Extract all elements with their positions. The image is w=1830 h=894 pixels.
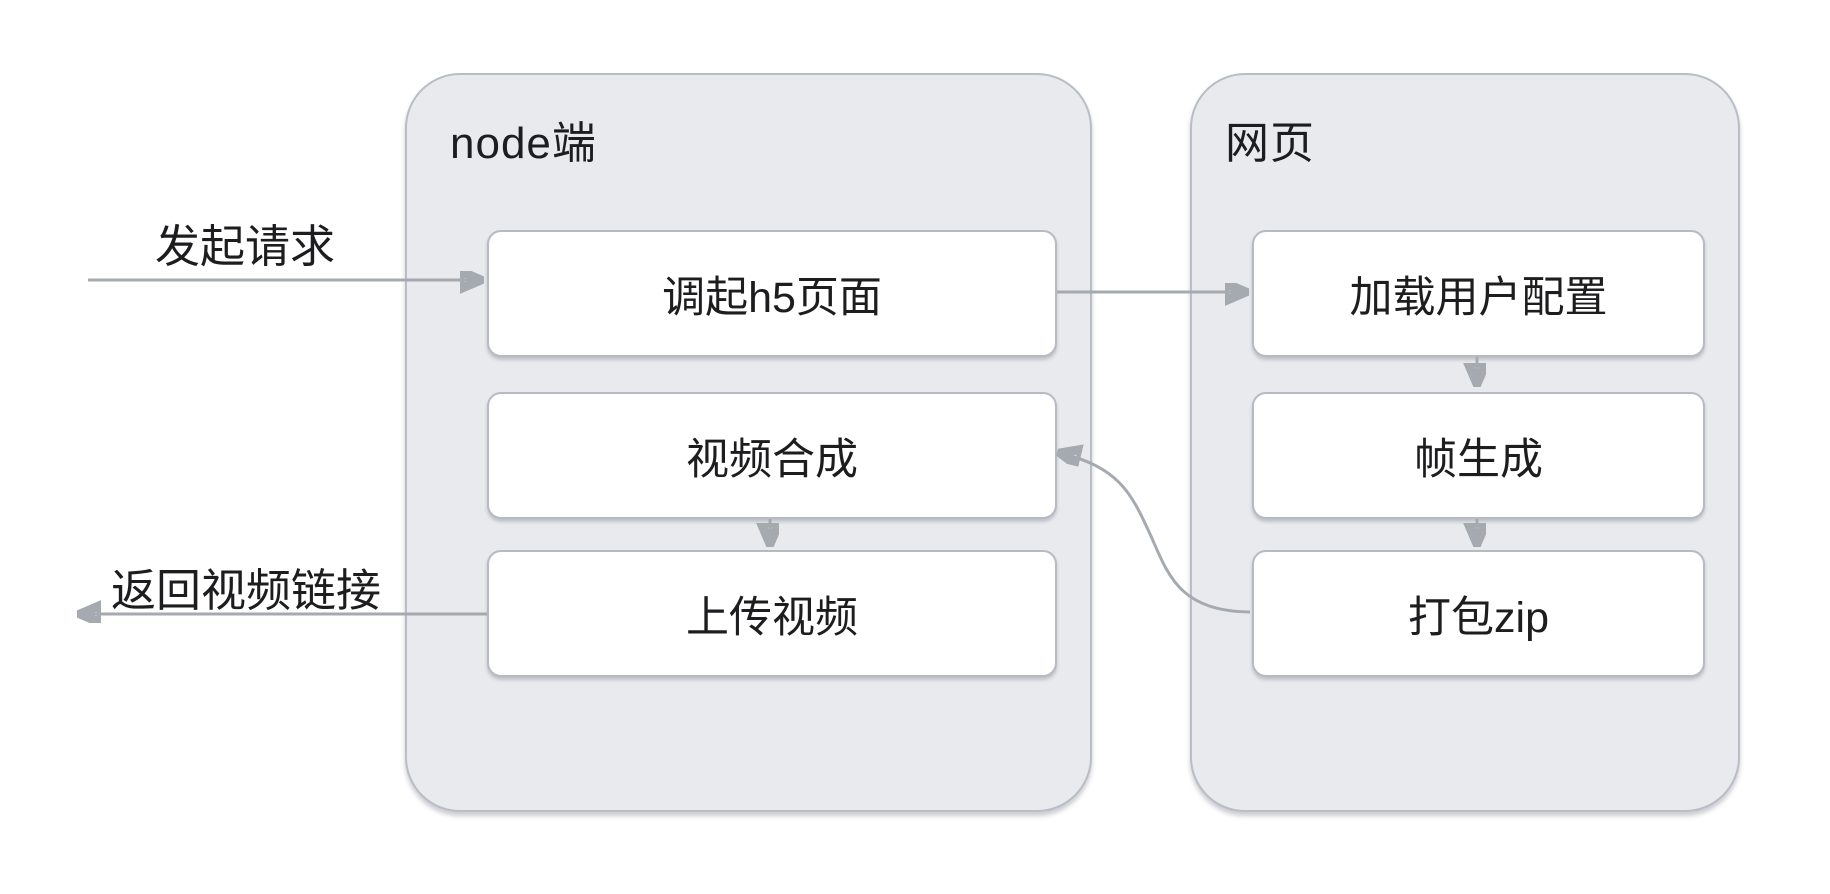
box-invoke-h5-page-label: 调起h5页面 [662,273,882,322]
box-pack-zip: 打包zip [1252,550,1705,677]
box-frame-generate: 帧生成 [1252,392,1705,519]
box-frame-generate-label: 帧生成 [1414,435,1543,484]
box-upload-video: 上传视频 [487,550,1057,677]
edge-label-return-video-link: 返回视频链接 [111,565,382,616]
group-node-side-title: node端 [450,119,597,168]
box-pack-zip-label: 打包zip [1408,593,1549,642]
group-webpage: 网页 加载用户配置 帧生成 打包zip [1190,73,1740,812]
box-upload-video-label: 上传视频 [686,593,858,642]
box-load-user-config-label: 加载用户配置 [1349,273,1608,322]
group-node-side: node端 调起h5页面 视频合成 上传视频 [405,73,1092,812]
box-load-user-config: 加载用户配置 [1252,230,1705,357]
box-video-compose: 视频合成 [487,392,1057,519]
box-video-compose-label: 视频合成 [686,435,858,484]
box-invoke-h5-page: 调起h5页面 [487,230,1057,357]
group-webpage-title: 网页 [1225,119,1315,168]
edge-label-initiate-request: 发起请求 [154,221,335,272]
